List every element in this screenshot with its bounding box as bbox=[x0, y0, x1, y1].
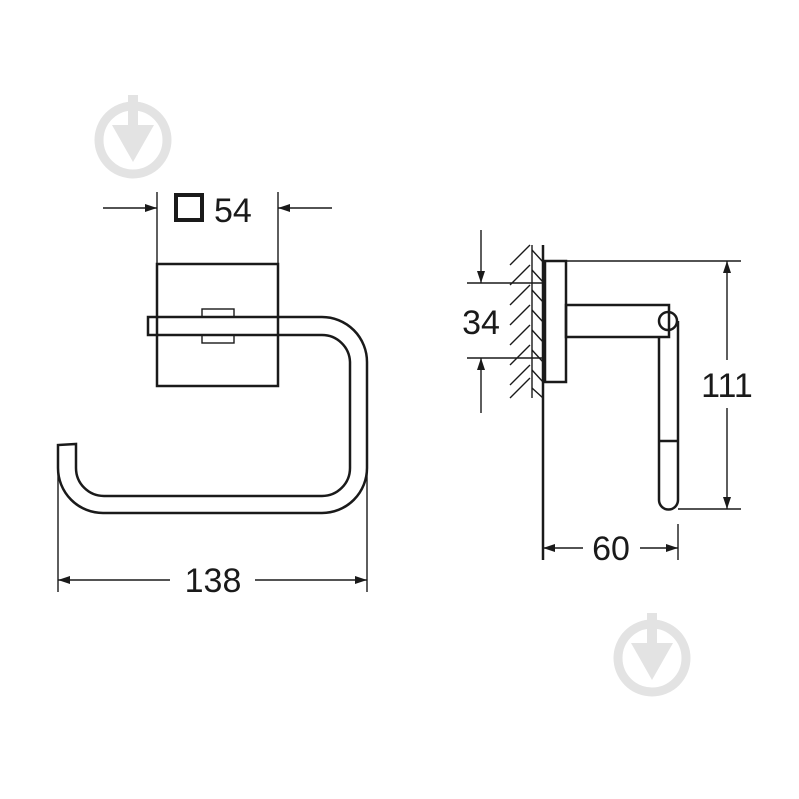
wall-hatching bbox=[509, 244, 544, 399]
side-mount-plate bbox=[543, 259, 568, 384]
wall-mount-block bbox=[155, 262, 280, 388]
width-dimension-label: 138 bbox=[185, 562, 242, 600]
height-dimension-label: 111 bbox=[701, 367, 753, 405]
hole-spacing-dimension-label: 34 bbox=[462, 304, 500, 342]
square-icon bbox=[174, 193, 204, 222]
depth-dimension-label: 60 bbox=[592, 530, 630, 568]
watermark-logo-icon bbox=[613, 613, 691, 697]
mount-dimension-label: 54 bbox=[214, 192, 252, 230]
watermark-logo-icon bbox=[94, 95, 172, 179]
side-arm bbox=[564, 303, 671, 339]
front-view: 54 138 bbox=[56, 192, 369, 600]
holder-arm bbox=[56, 315, 369, 515]
side-hook bbox=[657, 321, 680, 511]
side-view: 34 111 60 bbox=[462, 230, 753, 568]
